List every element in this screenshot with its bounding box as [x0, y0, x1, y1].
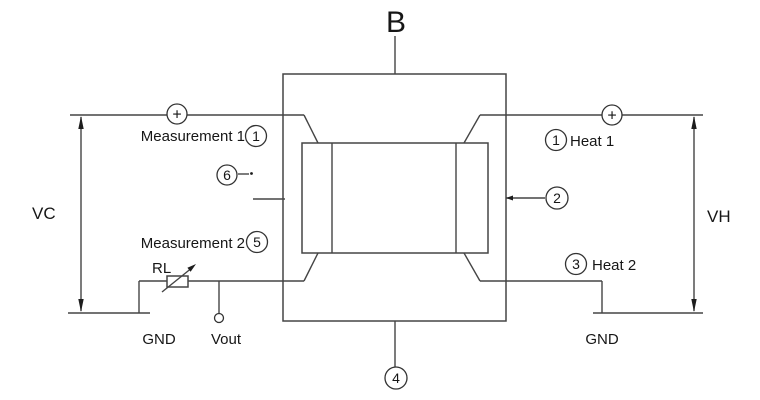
bond-lead-bottom-right: [463, 252, 481, 282]
bond-lead-top-right: [463, 114, 481, 144]
device-inner-die: [301, 142, 489, 254]
measurement1-pin-circle: [244, 124, 268, 148]
bond-lead-top-left: [303, 114, 319, 144]
heat1-pin-circle: [544, 128, 568, 152]
heat2-pin-number: 3: [572, 256, 580, 272]
pin6-number: 6: [223, 167, 231, 183]
measurement-side: + Measurement 1 1 6 Measurement 2 5 GND: [32, 103, 304, 348]
load-resistor-label: RL: [152, 260, 171, 277]
vh-label: VH: [707, 207, 731, 226]
measurement2-pin-circle: [245, 230, 269, 254]
vc-dimension-arrow: [78, 116, 84, 312]
vh-dimension-arrow: [691, 116, 697, 312]
resistor-body: [166, 275, 189, 288]
resistor-adjust-arrow-shaft: [161, 266, 194, 293]
pin2-stub-tick: [506, 195, 513, 201]
measurement2-pin-number: 5: [253, 234, 261, 250]
measurement1-pin-number: 1: [252, 128, 260, 144]
gnd-label-right: GND: [585, 331, 619, 348]
measurement1-label: Measurement 1: [141, 128, 245, 145]
terminal-b-label: B: [386, 6, 406, 39]
pin6-leader-dot: [250, 172, 253, 175]
heat1-label: Heat 1: [570, 133, 614, 150]
vc-label: VC: [32, 204, 56, 223]
pin2-number: 2: [553, 190, 561, 206]
bond-lead-bottom-left: [303, 252, 319, 282]
polarity-plus-right-glyph: +: [607, 108, 616, 125]
polarity-plus-icon-right: [601, 104, 623, 126]
heat2-pin-circle: [564, 252, 588, 276]
heat-side: + 1 Heat 1 2 3 Heat 2 GND VH: [480, 104, 731, 348]
pin4-circle: [384, 366, 408, 390]
measurement2-label: Measurement 2: [141, 235, 245, 252]
device-body: [282, 73, 507, 322]
resistor-adjust-arrowhead: [187, 264, 196, 272]
vout-label: Vout: [211, 331, 242, 348]
vh-arrowhead-top: [691, 116, 697, 129]
pin6-circle: [216, 164, 238, 186]
polarity-plus-left-glyph: +: [172, 107, 181, 124]
heat2-label: Heat 2: [592, 257, 636, 274]
vc-arrowhead-top: [78, 116, 84, 129]
vc-arrowhead-bottom: [78, 299, 84, 312]
vh-arrowhead-bottom: [691, 299, 697, 312]
load-resistor-icon: [161, 264, 196, 293]
gnd-label-left: GND: [142, 331, 176, 348]
terminal-b: B: [386, 6, 406, 74]
pin4-number: 4: [392, 370, 400, 386]
terminal-pin4: 4: [384, 321, 408, 390]
vout-terminal-icon: [213, 312, 225, 324]
device-outer-case: [282, 73, 507, 322]
polarity-plus-icon-left: [166, 103, 188, 125]
pin2-circle: [545, 186, 569, 210]
heat1-pin-number: 1: [552, 132, 560, 148]
